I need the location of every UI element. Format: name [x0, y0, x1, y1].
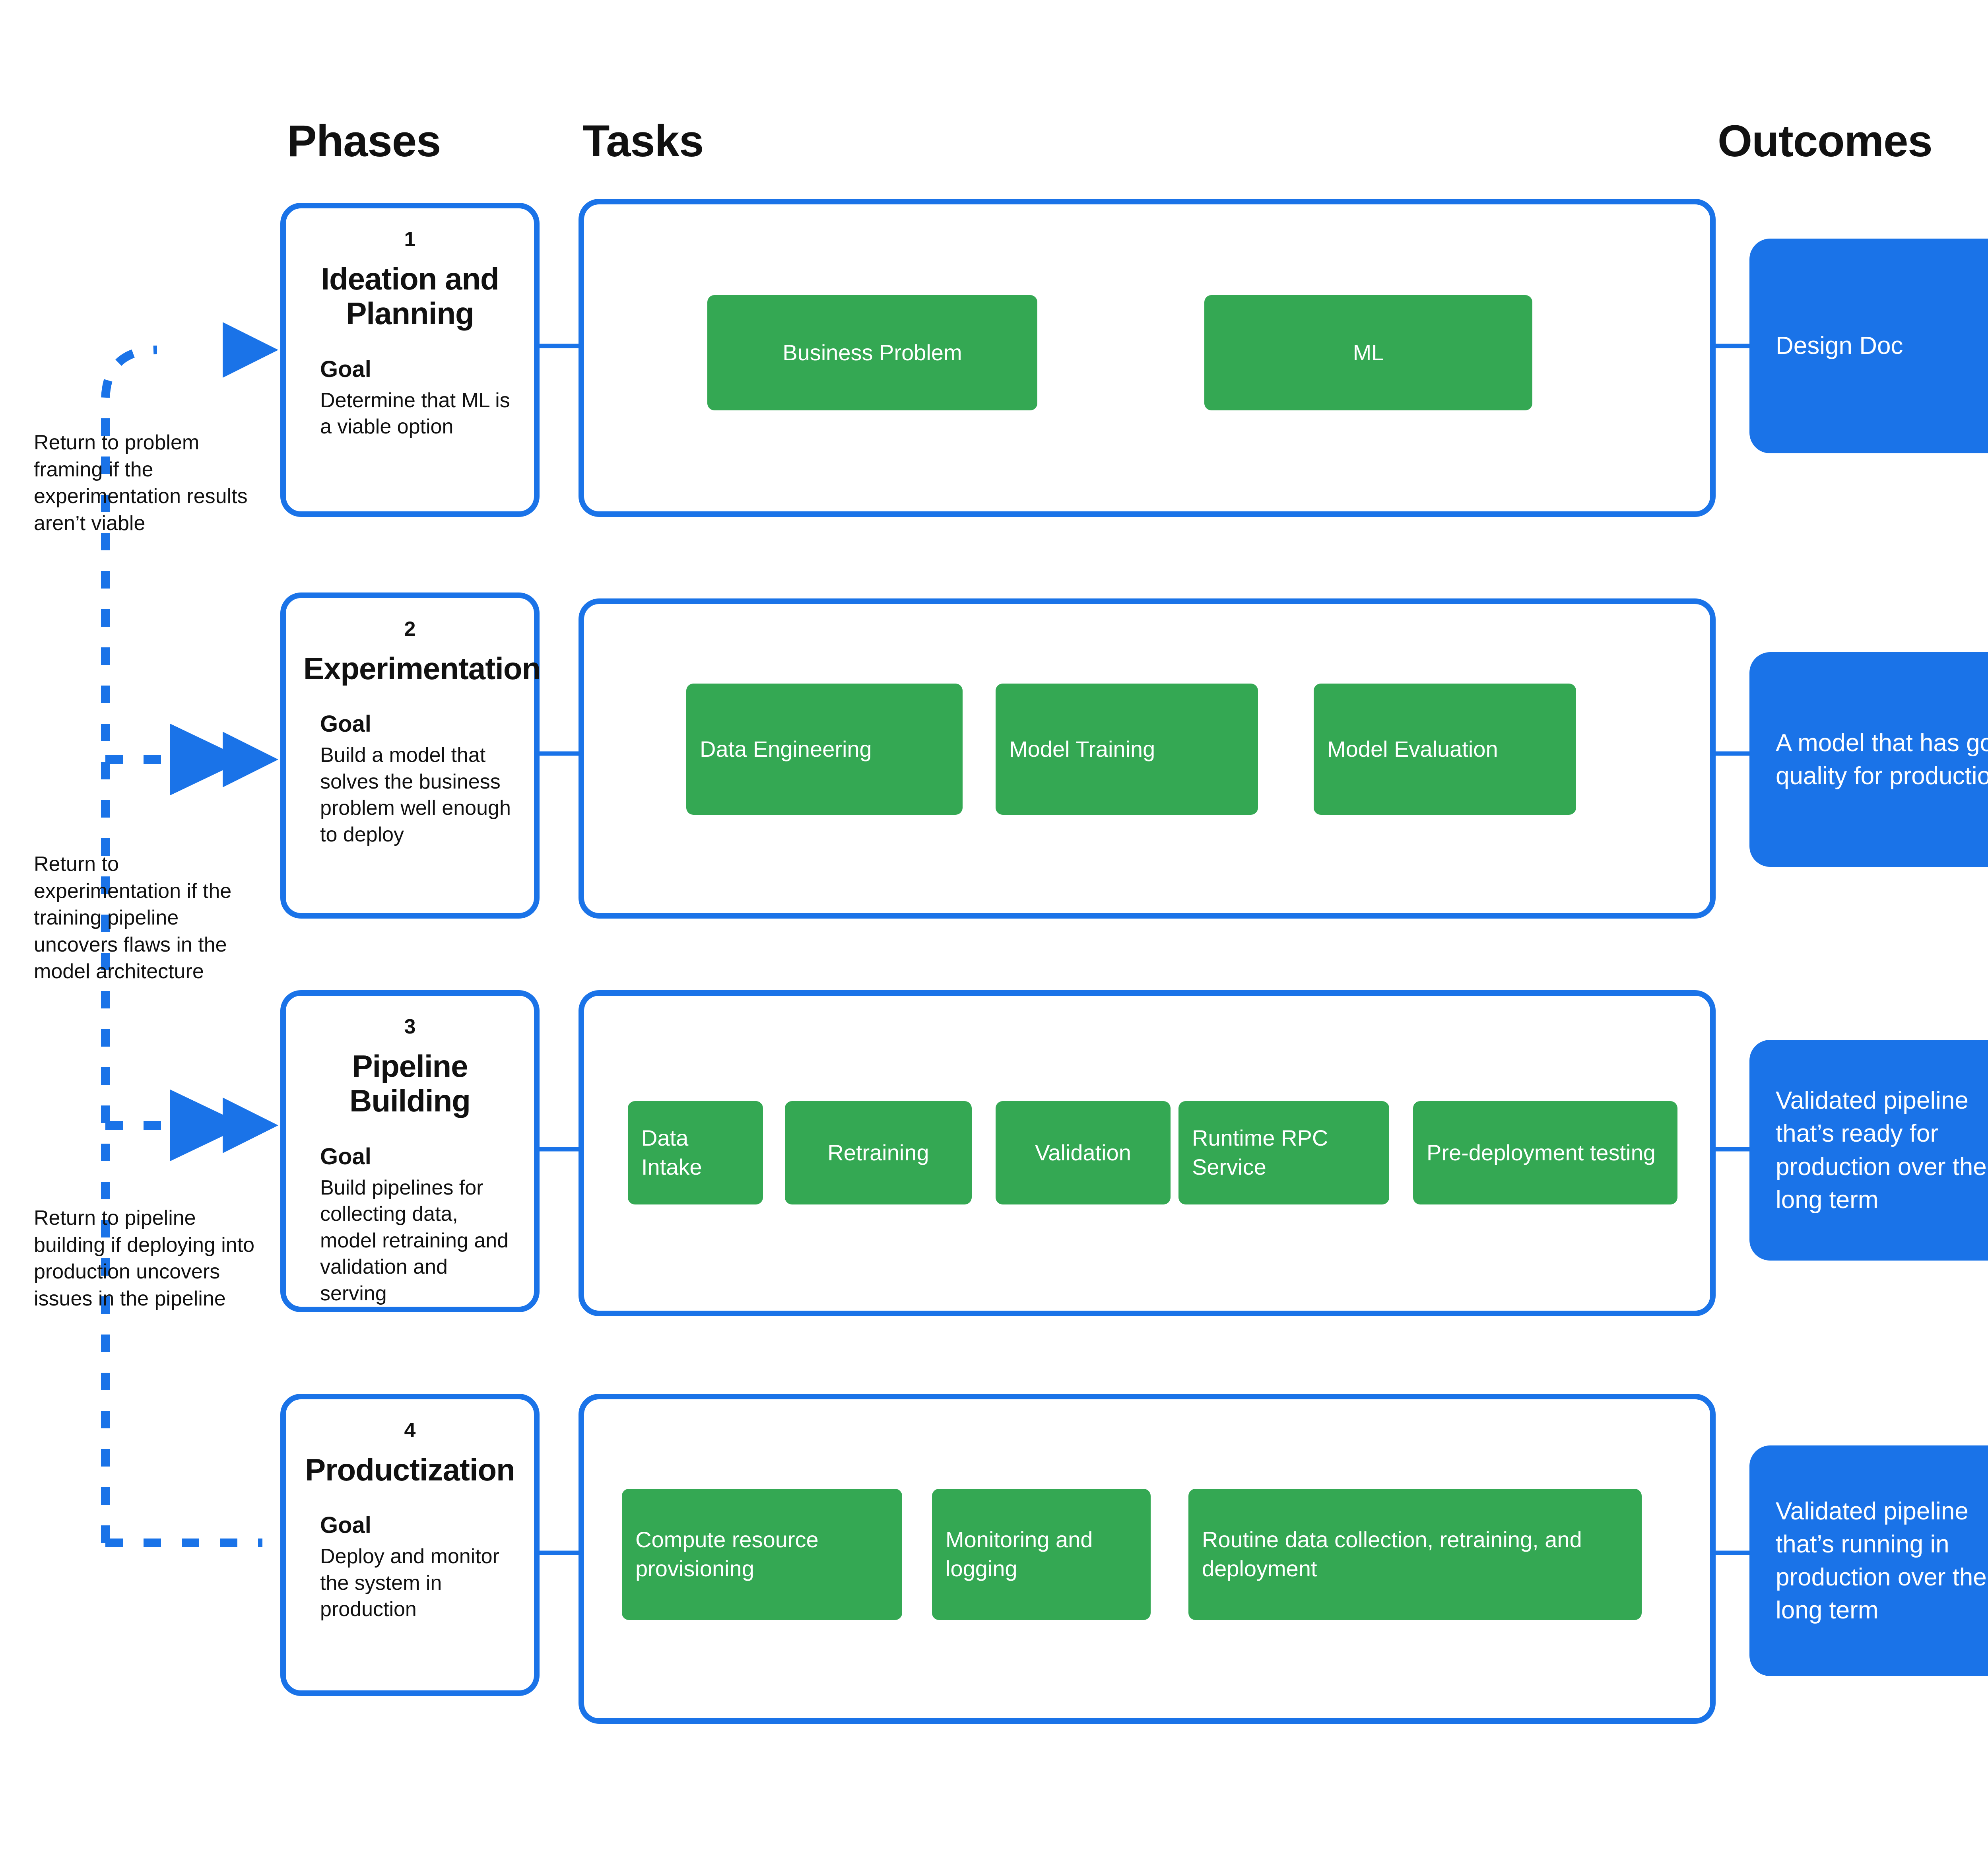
- phase-title-2: Experimentation: [303, 651, 541, 686]
- tasks-panel-1: Business Problem ML: [579, 199, 1716, 517]
- phase-number-1: 1: [404, 228, 416, 251]
- outcome-box-3[interactable]: Validated pipeline that’s ready for prod…: [1749, 1040, 1988, 1261]
- tasks-panel-4: Compute resource provisioning Monitoring…: [579, 1394, 1716, 1724]
- outcome-box-4[interactable]: Validated pipeline that’s running in pro…: [1749, 1445, 1988, 1676]
- phase-goal-4: Goal Deploy and monitor the system in pr…: [303, 1512, 516, 1623]
- task-box-data-engineering[interactable]: Data Engineering: [686, 684, 963, 815]
- goal-text-3: Build pipelines for collecting data, mod…: [320, 1176, 509, 1305]
- goal-text-4: Deploy and monitor the system in product…: [320, 1545, 499, 1621]
- task-box-model-evaluation[interactable]: Model Evaluation: [1314, 684, 1576, 815]
- task-box-pre-deployment-testing[interactable]: Pre-deployment testing: [1413, 1101, 1677, 1204]
- phase-number-3: 3: [404, 1015, 416, 1038]
- phase-to-task-links: [540, 344, 579, 1555]
- column-header-phases: Phases: [287, 116, 441, 166]
- tasks-panel-3: Data Intake Retraining Validation Runtim…: [579, 990, 1716, 1316]
- goal-label-3: Goal: [320, 1143, 371, 1169]
- phase-card-4[interactable]: 4 Productization Goal Deploy and monitor…: [280, 1394, 540, 1696]
- task-box-routine-data-collection[interactable]: Routine data collection, retraining, and…: [1188, 1489, 1642, 1620]
- phase-number-4: 4: [404, 1419, 416, 1442]
- task-box-business-problem[interactable]: Business Problem: [707, 295, 1037, 410]
- column-header-tasks: Tasks: [582, 116, 704, 166]
- goal-text-2: Build a model that solves the business p…: [320, 744, 511, 846]
- goal-label-2: Goal: [320, 711, 371, 737]
- task-box-compute-resource-provisioning[interactable]: Compute resource provisioning: [622, 1489, 902, 1620]
- task-box-model-training[interactable]: Model Training: [996, 684, 1258, 815]
- tasks-panel-2: Data Engineering Model Training Model Ev…: [579, 598, 1716, 919]
- phase-title-1: Ideation and Planning: [321, 261, 499, 331]
- task-box-validation[interactable]: Validation: [996, 1101, 1171, 1204]
- outcome-box-2[interactable]: A model that has good quality for produc…: [1749, 652, 1988, 867]
- task-box-data-intake[interactable]: Data Intake: [628, 1101, 763, 1204]
- phase-goal-3: Goal Build pipelines for collecting data…: [303, 1143, 516, 1307]
- phase-number-2: 2: [404, 618, 416, 641]
- column-header-outcomes: Outcomes: [1718, 116, 1933, 166]
- outcome-box-1[interactable]: Design Doc: [1749, 239, 1988, 453]
- task-box-retraining[interactable]: Retraining: [785, 1101, 972, 1204]
- phase-card-3[interactable]: 3 Pipeline Building Goal Build pipelines…: [280, 990, 540, 1312]
- task-box-runtime-rpc-service[interactable]: Runtime RPC Service: [1178, 1101, 1389, 1204]
- phase-goal-1: Goal Determine that ML is a viable optio…: [303, 356, 516, 440]
- phase-card-2[interactable]: 2 Experimentation Goal Build a model tha…: [280, 592, 541, 919]
- task-box-monitoring-and-logging[interactable]: Monitoring and logging: [932, 1489, 1151, 1620]
- phase-card-1[interactable]: 1 Ideation and Planning Goal Determine t…: [280, 203, 540, 517]
- goal-text-1: Determine that ML is a viable option: [320, 389, 510, 439]
- phase-goal-2: Goal Build a model that solves the busin…: [303, 711, 516, 848]
- goal-label-4: Goal: [320, 1512, 371, 1539]
- annotation-return-to-problem-framing: Return to problem framing if the experim…: [34, 431, 248, 535]
- task-box-ml[interactable]: ML: [1204, 295, 1532, 410]
- goal-label-1: Goal: [320, 356, 371, 382]
- phase-title-4: Productization: [305, 1452, 515, 1487]
- annotation-return-to-experimentation-left: Return to experimentation if the trainin…: [34, 853, 232, 983]
- annotation-return-to-pipeline-building: Return to pipeline building if deploying…: [34, 1206, 255, 1310]
- task-to-outcome-links: [1716, 344, 1749, 1555]
- phase-title-3: Pipeline Building: [349, 1049, 471, 1119]
